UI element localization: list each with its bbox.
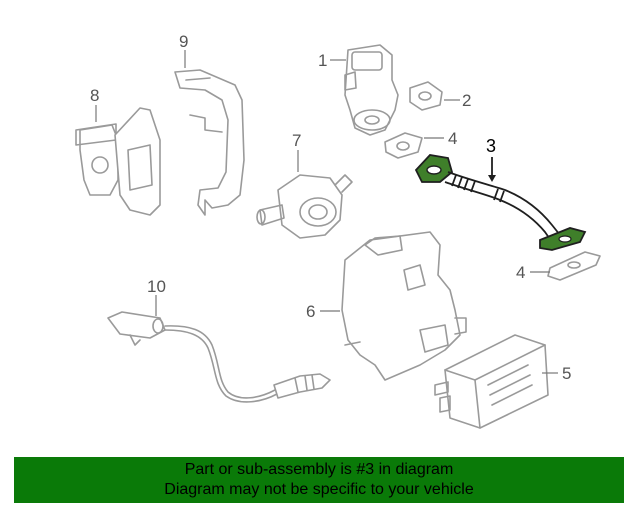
part-4-gasket-upper (384, 132, 423, 159)
leader-3-arrowhead (488, 175, 496, 182)
callout-4-lower: 4 (516, 263, 525, 282)
callout-9: 9 (179, 32, 188, 51)
parts-diagram: 9 8 1 2 4 3 (75, 32, 601, 429)
part-5-canister (434, 334, 549, 429)
callout-1: 1 (318, 51, 327, 70)
callout-7: 7 (292, 131, 301, 150)
info-banner: Part or sub-assembly is #3 in diagram Di… (14, 457, 624, 503)
callout-8: 8 (90, 86, 99, 105)
part-7-solenoid (256, 174, 353, 239)
callout-6: 6 (306, 302, 315, 321)
banner-line-2: Diagram may not be specific to your vehi… (164, 481, 474, 498)
callout-3: 3 (486, 136, 496, 156)
callout-5: 5 (562, 364, 571, 383)
callout-2: 2 (462, 91, 471, 110)
part-4-gasket-lower (547, 251, 601, 281)
part-9-bracket (174, 69, 245, 216)
callout-4-upper: 4 (448, 129, 457, 148)
part-8-valve (75, 107, 161, 216)
callout-10: 10 (147, 277, 166, 296)
banner-line-1: Part or sub-assembly is #3 in diagram (184, 461, 454, 478)
part-1-egr-valve (344, 44, 399, 136)
part-3-egr-tube (414, 154, 587, 251)
part-6-housing (341, 231, 467, 381)
part-2-gasket (409, 81, 443, 111)
part-10-oxygen-sensor (107, 311, 331, 403)
